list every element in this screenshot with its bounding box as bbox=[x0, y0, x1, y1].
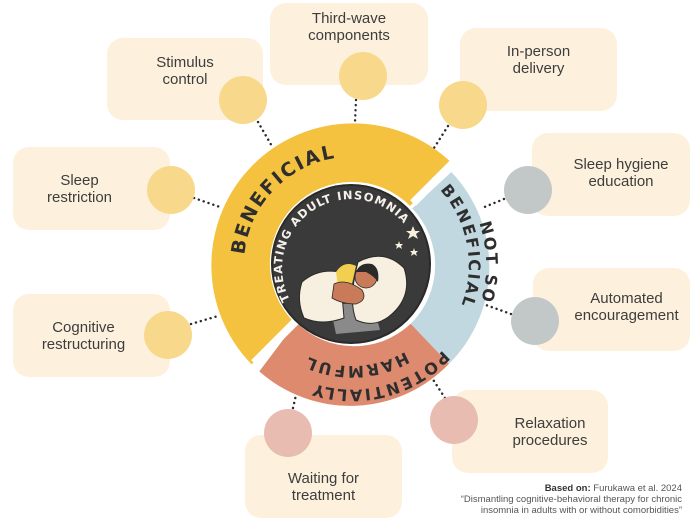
credit-title-line1: “Dismantling cognitive-behavioral therap… bbox=[460, 494, 682, 505]
item-label: Relaxation procedures bbox=[512, 414, 588, 449]
connector-in-person bbox=[432, 124, 450, 150]
connector-relaxation bbox=[430, 376, 447, 400]
item-label: Automated encouragement bbox=[574, 289, 679, 324]
segment-gap bbox=[251, 318, 299, 366]
item-label: Waiting for treatment bbox=[287, 469, 360, 504]
connector-cognitive bbox=[189, 314, 220, 326]
segment-beneficial bbox=[211, 123, 453, 365]
item-card-automated-encouragement: Automated encouragement bbox=[533, 268, 690, 351]
marker-dot-waiting-for-treatment bbox=[264, 409, 312, 457]
item-card-cognitive-restructuring: Cognitive restructuring bbox=[13, 294, 170, 377]
item-label: Third-wave components bbox=[308, 10, 390, 44]
connector-waiting bbox=[291, 393, 298, 410]
marker-dot-third-wave-components bbox=[339, 52, 387, 100]
credit-citation: Furukawa et al. 2024 bbox=[593, 483, 682, 494]
item-card-sleep-restriction: Sleep restriction bbox=[13, 147, 170, 230]
sleeping-person-illustration bbox=[298, 255, 408, 334]
item-label: Stimulus control bbox=[156, 54, 214, 88]
connector-sleep-hygiene bbox=[480, 197, 506, 210]
credit-prefix: Based on: bbox=[544, 483, 591, 494]
marker-dot-relaxation-procedures bbox=[430, 396, 478, 444]
connector-automated bbox=[484, 303, 513, 316]
item-label: Cognitive restructuring bbox=[41, 318, 126, 353]
item-label: In-person delivery bbox=[506, 42, 571, 77]
marker-dot-sleep-restriction bbox=[147, 166, 195, 214]
marker-dot-sleep-hygiene-education bbox=[504, 166, 552, 214]
marker-dot-cognitive-restructuring bbox=[144, 311, 192, 359]
item-label: Sleep hygiene education bbox=[573, 155, 669, 190]
connector-lines bbox=[189, 98, 513, 410]
item-card-in-person-delivery: In-person delivery bbox=[460, 28, 617, 111]
item-label: Sleep restriction bbox=[46, 171, 113, 206]
marker-dot-automated-encouragement bbox=[511, 297, 559, 345]
marker-dot-in-person-delivery bbox=[439, 81, 487, 129]
source-credit: Based on: Furukawa et al. 2024 “Dismantl… bbox=[461, 483, 682, 516]
stars-icon bbox=[395, 226, 420, 256]
connector-stimulus bbox=[256, 120, 275, 150]
item-card-relaxation-procedures: Relaxation procedures bbox=[452, 390, 608, 473]
item-card-third-wave-components: Third-wave components bbox=[270, 3, 428, 85]
label-not-so-line1: NOT SO bbox=[475, 219, 501, 306]
connector-sleep-restriction bbox=[192, 196, 222, 209]
segment-potentially-harmful bbox=[259, 322, 449, 406]
marker-dot-stimulus-control bbox=[219, 76, 267, 124]
segment-not-so-beneficial bbox=[410, 172, 490, 364]
connector-third-wave bbox=[353, 98, 358, 124]
segment-gap bbox=[410, 157, 459, 206]
credit-title-line2: insomnia in adults with or without comor… bbox=[480, 505, 682, 516]
item-card-sleep-hygiene-education: Sleep hygiene education bbox=[532, 133, 690, 216]
